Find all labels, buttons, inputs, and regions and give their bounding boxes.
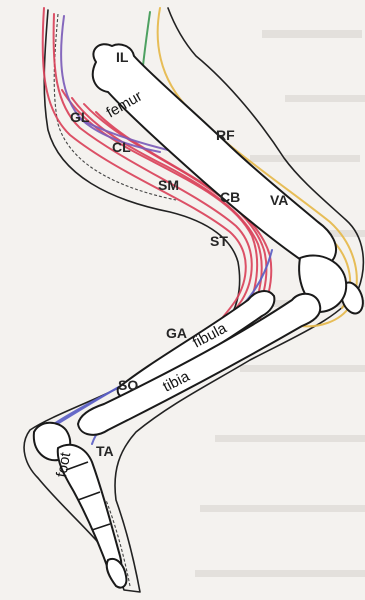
muscle-label-cl: CL xyxy=(112,139,131,155)
toe-bone xyxy=(107,559,127,588)
muscle-label-sm: SM xyxy=(158,177,179,193)
muscle-label-rf: RF xyxy=(216,127,235,143)
muscle-label-ga: GA xyxy=(166,325,187,341)
muscle-label-gl: GL xyxy=(70,109,90,125)
muscle-label-cb: CB xyxy=(220,189,240,205)
tibia-bone xyxy=(78,294,320,435)
muscle-label-st: ST xyxy=(210,233,228,249)
muscle-label-so: SO xyxy=(118,377,138,393)
muscle-label-il: IL xyxy=(116,49,129,65)
muscle-label-ta: TA xyxy=(96,443,114,459)
muscle-label-va: VA xyxy=(270,192,288,208)
